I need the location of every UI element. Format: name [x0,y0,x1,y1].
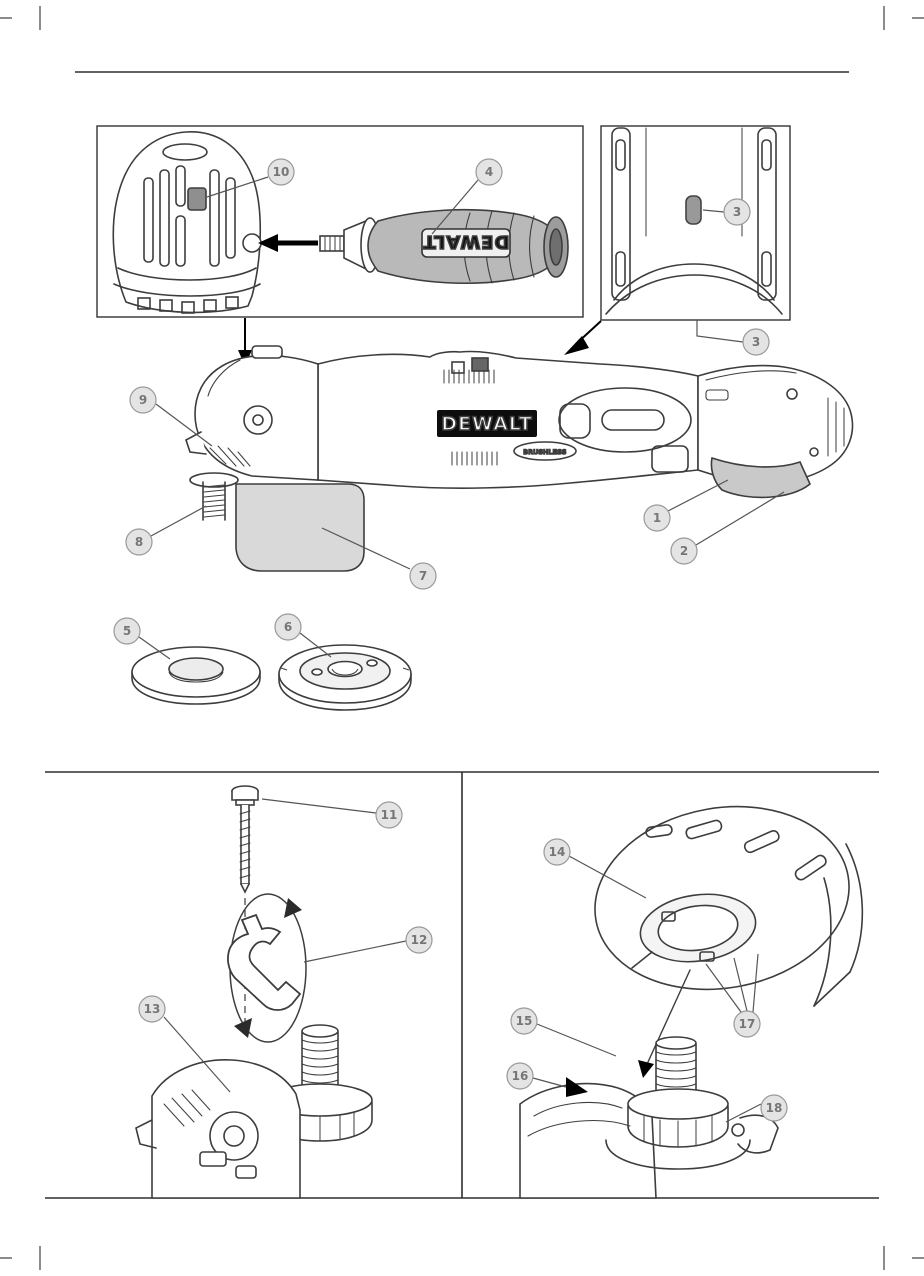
callout-spindle-lock-button: 3 [702,198,751,226]
svg-text:18: 18 [766,1101,783,1115]
svg-text:15: 15 [516,1014,533,1028]
svg-text:4: 4 [485,165,493,179]
wrench-illustration [227,893,307,1043]
callout-mount-a: 15 [510,1007,617,1057]
svg-text:8: 8 [135,535,143,549]
spindle-illustration-right [519,1036,779,1199]
svg-text:9: 9 [139,393,147,407]
svg-text:2: 2 [680,544,688,558]
top-view-illustration [605,127,783,315]
callout-guard-lever: 9 [129,386,213,447]
svg-text:12: 12 [411,933,428,947]
svg-text:6: 6 [284,620,292,634]
callout-wrench: 12 [303,926,433,963]
callout-guard-side: 18 [725,1094,788,1123]
brushless-label: BRUSHLESS [523,448,566,456]
spindle-main [189,472,239,521]
svg-text:13: 13 [144,1002,161,1016]
callout-threaded-hole: 10 [206,158,295,198]
guard-shaded [235,483,365,572]
svg-text:3: 3 [733,205,741,219]
callout-clamp-screw: 17 [705,953,761,1038]
svg-text:3: 3 [752,335,760,349]
callout-guard-tab: 14 [543,838,647,899]
body-logo-plate: DEWALT [437,410,537,437]
insert-arrow-icon [258,234,318,252]
callout-backing-flange: 5 [113,617,171,660]
handle-logo: DEWALT [423,231,510,252]
callout-trigger: 1 [643,479,729,532]
callout-mount-b: 16 [506,1062,588,1097]
svg-text:11: 11 [381,808,398,822]
svg-text:5: 5 [123,624,131,638]
svg-text:16: 16 [512,1069,529,1083]
brushless-badge: BRUSHLESS [513,441,577,461]
guard-illustration [594,805,864,1078]
lock-nut-illustration [278,644,412,711]
gearcase-illustration [135,1059,301,1199]
callout-lock-nut: 6 [274,613,332,658]
box-connectors [238,318,744,366]
handle-clip [187,187,207,211]
body-logo: DEWALT [441,413,532,435]
crop-marks [0,6,924,1270]
trigger-area [710,456,811,499]
backing-flange-illustration [131,646,261,705]
spindle-lock-button [685,195,702,225]
main-tool-illustration: DEWALT BRUSHLESS [185,345,854,572]
svg-text:14: 14 [549,845,566,859]
screw-illustration [231,785,259,894]
svg-text:7: 7 [419,569,427,583]
callout-spindle: 8 [125,505,207,556]
side-handle-illustration: DEWALT [319,208,569,285]
handle-logo-plate: DEWALT [421,228,511,258]
callout-guard: 7 [321,527,437,590]
callout-side-handle: 4 [431,158,503,235]
callout-gear-case: 13 [138,995,231,1093]
svg-text:10: 10 [273,165,290,179]
gear-head-illustration [112,131,262,314]
callout-main-top: 3 [742,328,770,356]
callout-lock-on: 2 [670,491,785,565]
svg-text:1: 1 [653,511,661,525]
svg-text:17: 17 [739,1017,756,1031]
callout-screw: 11 [261,798,403,829]
